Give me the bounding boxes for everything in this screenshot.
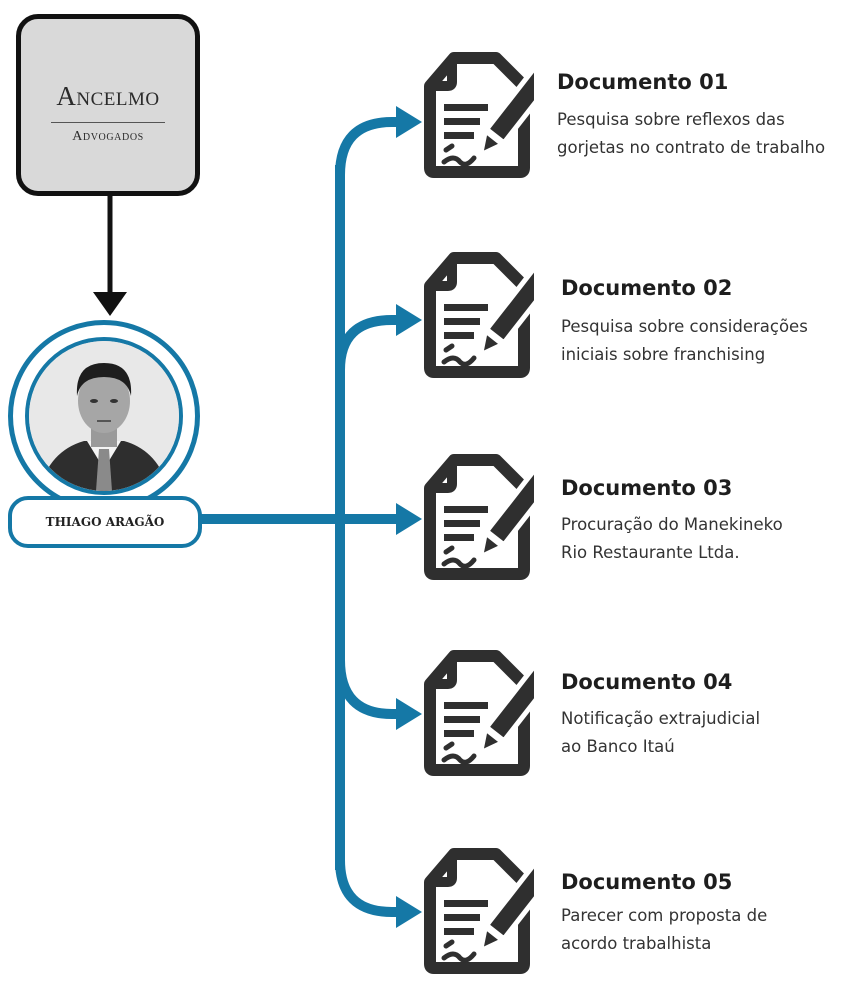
document-description-line2-01: gorjetas no contrato de trabalho: [557, 138, 826, 157]
document-signature-icon: [424, 846, 554, 981]
arrowhead-doc-02: [396, 304, 422, 336]
document-description-line2-05: acordo trabalhista: [561, 934, 712, 953]
firm-to-person-arrowhead: [93, 292, 127, 316]
person-name-pill: THIAGO ARAGÃO: [8, 496, 202, 548]
firm-subtitle: Advogados: [72, 129, 144, 144]
person-avatar: [25, 337, 183, 495]
document-description-line1-02: Pesquisa sobre considerações: [561, 317, 808, 336]
person-photo-icon: [29, 341, 179, 491]
firm-name: Ancelmo: [56, 81, 160, 111]
arrowhead-doc-05: [396, 896, 422, 928]
branch-doc-02: [335, 315, 398, 371]
arrowhead-doc-03: [396, 503, 422, 535]
arrowhead-doc-01: [396, 106, 422, 138]
person-avatar-ring: [8, 320, 200, 512]
document-description-line1-03: Procuração do Manekineko: [561, 515, 783, 534]
firm-divider: [51, 122, 165, 123]
document-description-line2-03: Rio Restaurante Ltda.: [561, 543, 740, 562]
branch-doc-05: [335, 859, 398, 917]
person-name: THIAGO ARAGÃO: [45, 515, 165, 529]
document-title-04: Documento 04: [561, 670, 733, 694]
document-signature-icon: [424, 648, 554, 783]
document-description-line2-04: ao Banco Itaú: [561, 737, 675, 756]
arrowhead-doc-04: [396, 698, 422, 730]
document-signature-icon: [424, 50, 554, 185]
document-description-line2-02: iniciais sobre franchising: [561, 345, 766, 364]
document-description-line1-05: Parecer com proposta de: [561, 906, 768, 925]
document-signature-icon: [424, 452, 554, 587]
document-signature-icon: [424, 250, 554, 385]
branch-doc-01: [335, 117, 398, 176]
firm-logo-box: Ancelmo Advogados: [16, 14, 200, 196]
document-title-01: Documento 01: [557, 70, 729, 94]
document-title-02: Documento 02: [561, 276, 733, 300]
branch-doc-04: [335, 659, 398, 719]
document-title-03: Documento 03: [561, 476, 733, 500]
document-description-line1-04: Notificação extrajudicial: [561, 709, 761, 728]
document-title-05: Documento 05: [561, 870, 733, 894]
document-description-line1-01: Pesquisa sobre reflexos das: [557, 110, 785, 129]
